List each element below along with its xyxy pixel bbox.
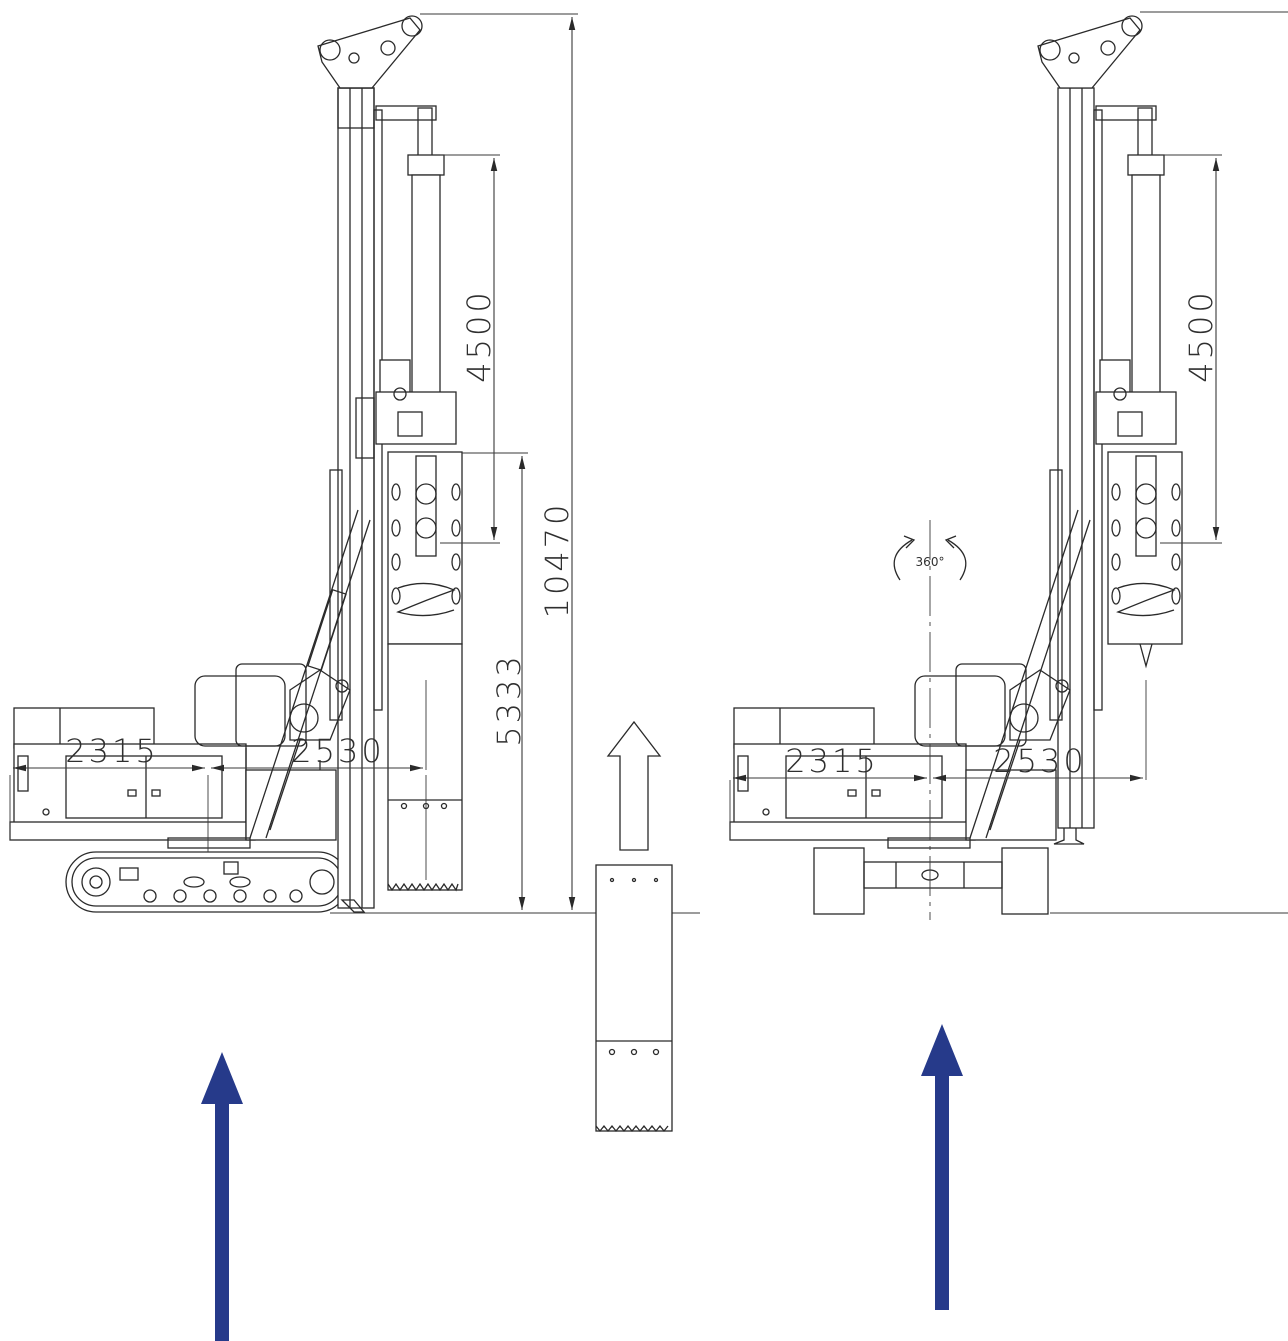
left-rotary-head [355, 107, 457, 459]
rig-body-right [729, 663, 1057, 849]
rotate-left-icon [893, 539, 913, 581]
dim-right-rear-width: 2315 [785, 742, 878, 780]
dim-left-casing-height: 5333 [490, 653, 528, 746]
left-boom [249, 509, 371, 839]
dim-left-rear-width: 2315 [65, 732, 158, 770]
rotate-right-icon [947, 539, 967, 581]
blue-arrow-left-icon [201, 1052, 243, 1341]
right-dimensions [729, 11, 1288, 840]
blue-arrow-right-icon [921, 1024, 963, 1310]
rotation-label: 360° [916, 555, 945, 569]
right-mast [1037, 15, 1157, 845]
crawler-track [65, 851, 349, 913]
rig-body [9, 663, 337, 849]
rotation-360-symbol: 360° [893, 520, 967, 920]
dim-left-stroke: 4500 [460, 289, 498, 382]
right-boom [969, 509, 1091, 839]
left-casing [387, 451, 463, 892]
right-casing [1107, 451, 1183, 669]
right-rotary-head [1095, 107, 1177, 445]
lifted-casing [595, 864, 673, 1132]
left-dimensions [9, 13, 578, 910]
dim-right-front-reach: 2530 [993, 742, 1086, 780]
dim-left-total-height: 10470 [538, 502, 576, 619]
lift-arrow-icon [606, 720, 662, 851]
dim-right-stroke: 4500 [1182, 289, 1220, 382]
left-rig-view [9, 13, 700, 914]
casing-lift-detail [595, 720, 673, 1133]
left-mast [317, 15, 437, 913]
undercarriage-front [813, 847, 1049, 915]
highlight-arrows [201, 1024, 963, 1341]
right-rig-view: 360° [729, 11, 1288, 920]
dim-left-front-reach: 2530 [291, 732, 384, 770]
